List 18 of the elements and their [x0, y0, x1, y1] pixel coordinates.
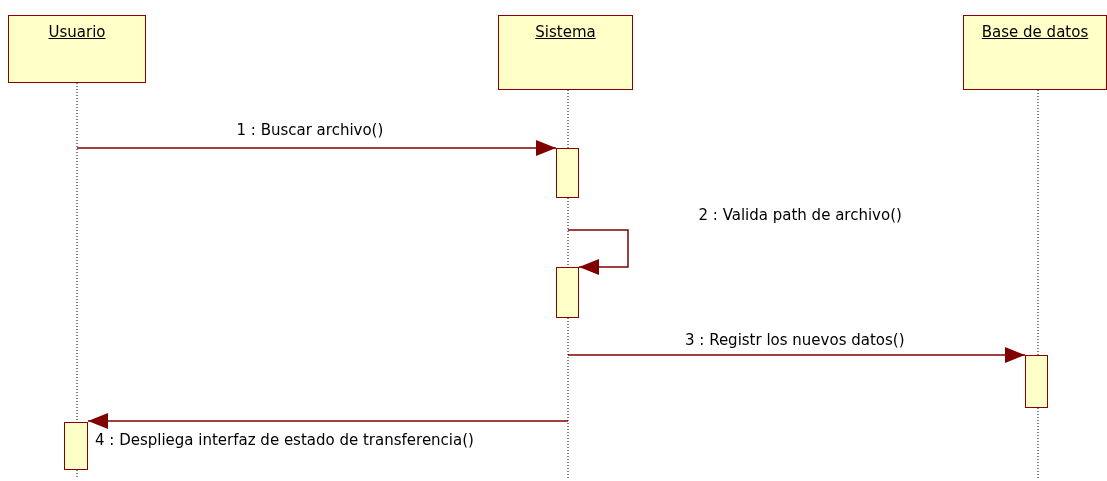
message-arrow — [567, 347, 1026, 363]
message-label: 1 : Buscar archivo() — [236, 121, 384, 139]
message-label: 3 : Registr los nuevos datos() — [685, 331, 905, 349]
lifeline-head — [963, 15, 1107, 90]
activation-bar — [1025, 355, 1048, 408]
activation-bar — [556, 267, 579, 318]
lifeline-head — [8, 15, 146, 83]
lifeline-head — [498, 15, 633, 90]
message-label: 2 : Valida path de archivo() — [698, 206, 902, 224]
message-arrow — [567, 229, 629, 275]
activation-bar — [556, 148, 579, 198]
message-arrow — [87, 413, 569, 429]
message-arrow — [76, 140, 557, 156]
lifeline-name: Base de datos — [981, 23, 1089, 41]
message-label: 4 : Despliega interfaz de estado de transferencia() — [95, 431, 474, 449]
lifeline-name: Sistema — [535, 23, 596, 41]
lifeline-name: Usuario — [48, 23, 106, 41]
activation-bar — [64, 422, 88, 470]
